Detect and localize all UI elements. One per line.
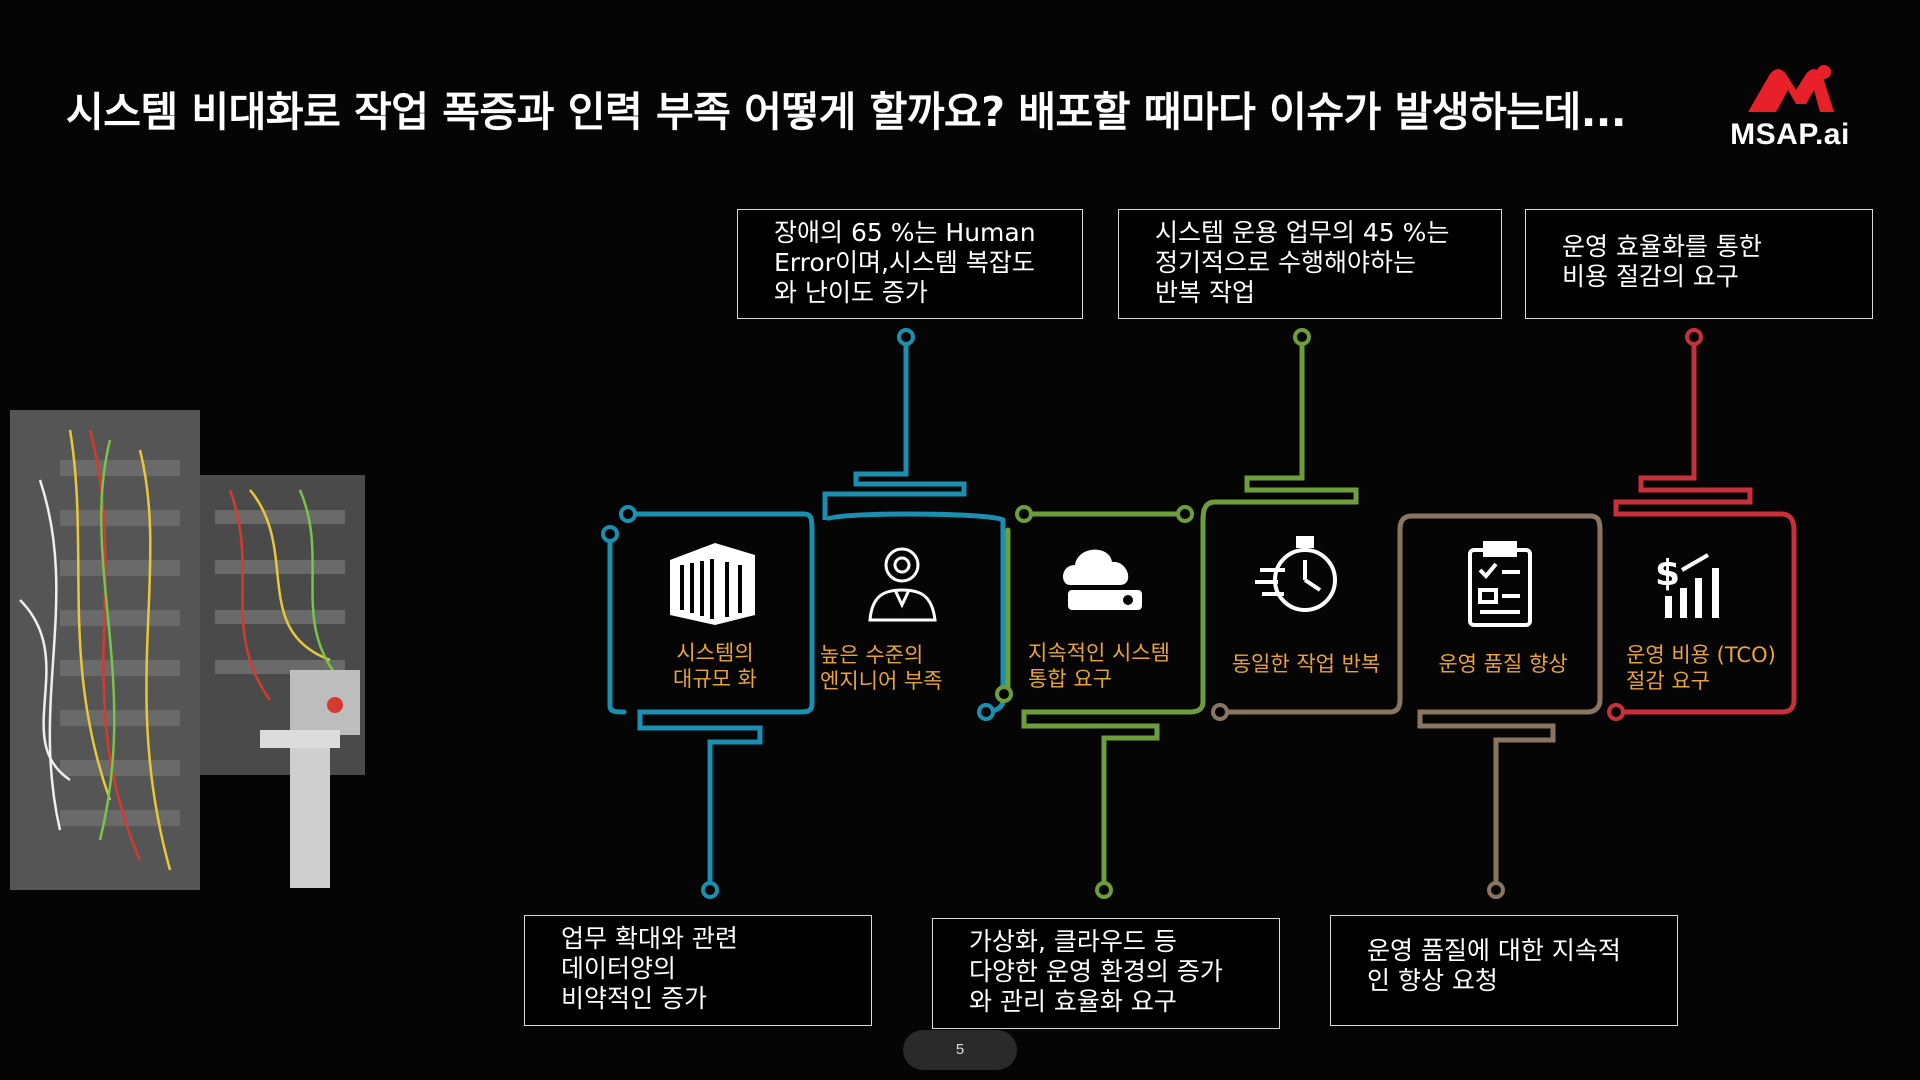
node-blue-5	[701, 881, 719, 899]
connector-blue-top	[822, 334, 1006, 715]
item-label-2: 높은 수준의 엔지니어 부족	[820, 643, 943, 693]
svg-text:$: $	[1655, 553, 1680, 594]
item-label-4: 동일한 작업 반복	[1231, 652, 1381, 676]
server-room-image	[10, 410, 365, 890]
callout-top-2: 시스템 운용 업무의 45 %는 정기적으로 수행해야하는 반복 작업	[1118, 209, 1502, 319]
node-brown-1	[1211, 703, 1229, 721]
node-green-4	[995, 685, 1013, 703]
connector-blue-left	[607, 531, 627, 715]
node-green-1	[1293, 328, 1311, 346]
cost-chart-icon: $	[1655, 553, 1719, 618]
item-label-3: 지속적인 시스템 통합 요구	[1028, 641, 1170, 691]
item-label-1: 시스템의 대규모 화	[673, 641, 757, 691]
node-blue-2	[619, 505, 637, 523]
server-cloud-icon	[1063, 549, 1142, 610]
node-brown-2	[1487, 881, 1505, 899]
connector-blue-main	[625, 511, 815, 893]
engineer-icon	[868, 547, 937, 622]
connector-red	[1613, 334, 1797, 715]
callout-top-3: 운영 효율화를 통한 비용 절감의 요구	[1525, 209, 1873, 319]
node-green-3	[1176, 505, 1194, 523]
callout-bottom-2: 가상화, 클라우드 등 다양한 운영 환경의 증가 와 관리 효율화 요구	[932, 918, 1280, 1029]
msap-logo: MSAP.ai	[1700, 60, 1880, 160]
msap-logo-mark	[1748, 65, 1834, 112]
node-blue-3	[601, 525, 619, 543]
logo-text: MSAP.ai	[1730, 118, 1850, 151]
connector-green-top	[1021, 334, 1359, 893]
node-red-1	[1685, 328, 1703, 346]
callout-top-1: 장애의 65 %는 Human Error이며,시스템 복잡도 와 난이도 증가	[737, 209, 1083, 319]
building-icon	[670, 543, 755, 625]
node-blue-4	[977, 703, 995, 721]
item-label-6: 운영 비용 (TCO) 절감 요구	[1626, 643, 1776, 693]
stopwatch-icon	[1255, 536, 1337, 612]
node-green-2	[1015, 505, 1033, 523]
clipboard-icon	[1468, 541, 1532, 627]
node-green-5	[1095, 881, 1113, 899]
callout-bottom-3: 운영 품질에 대한 지속적 인 향상 요청	[1330, 915, 1678, 1026]
node-blue-1	[897, 328, 915, 346]
connector-brown	[1217, 513, 1603, 893]
node-red-2	[1607, 703, 1625, 721]
callout-bottom-1: 업무 확대와 관련 데이터양의 비약적인 증가	[524, 915, 872, 1026]
page-title: 시스템 비대화로 작업 폭증과 인력 부족 어떻게 할까요? 배포할 때마다 이…	[66, 88, 1626, 136]
item-label-5: 운영 품질 향상	[1438, 652, 1568, 676]
page-number: 5	[903, 1030, 1017, 1070]
